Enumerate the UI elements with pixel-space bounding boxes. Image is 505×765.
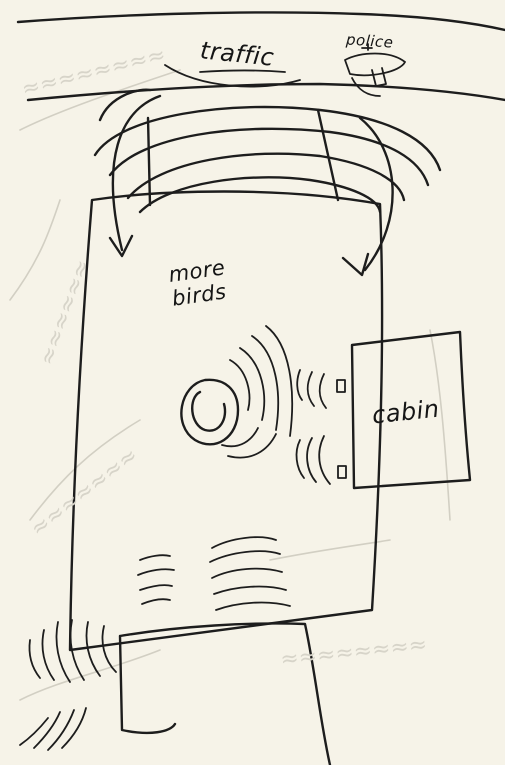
footstep-sounds-left (138, 555, 174, 604)
bottom-left-sounds (20, 620, 116, 750)
path-line-left (148, 118, 150, 205)
right-arrow-head (343, 254, 368, 275)
spiral-sound-source (181, 380, 238, 445)
police-label: police (345, 30, 394, 51)
left-curved-arrow (113, 96, 160, 250)
road-top-line (18, 12, 505, 30)
footstep-sounds-right (210, 537, 290, 610)
right-curved-arrow (360, 118, 393, 270)
cabin-door-sounds (297, 370, 346, 484)
